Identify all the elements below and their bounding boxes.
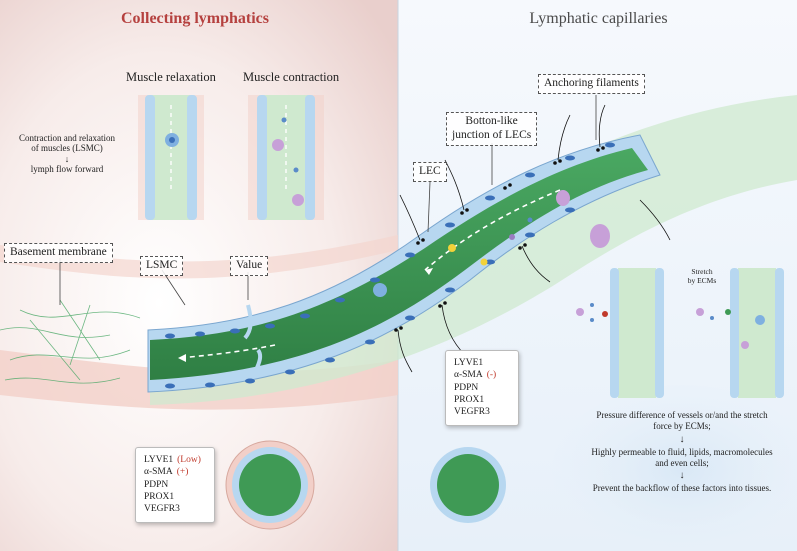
info-line1: Pressure difference of vessels or/and th… <box>596 410 768 420</box>
marker-row: LYVE1(Low) <box>144 454 206 466</box>
marker-name: PROX1 <box>454 395 485 406</box>
valve-leaflet-2 <box>253 348 263 373</box>
lipid-droplet-2 <box>480 258 488 266</box>
marker-row: PDPN <box>454 382 510 394</box>
anchoring-filaments-label: Anchoring filaments <box>538 74 645 94</box>
endothelial-nuclei <box>165 142 615 389</box>
lec-label: LEC <box>413 162 447 182</box>
button-junction-line1: Botton-like <box>465 115 518 127</box>
info-line3: Highly permeable to fluid, lipids, macro… <box>591 446 773 457</box>
info-line2: force by ECMs; <box>653 421 711 432</box>
marker-name: PDPN <box>144 479 169 490</box>
marker-row: PROX1 <box>454 394 510 406</box>
muscle-contraction-label: Muscle contraction <box>243 70 340 84</box>
info-glow <box>552 385 797 551</box>
anchoring-filaments <box>397 104 671 373</box>
marker-row: VEGFR3 <box>454 406 510 418</box>
marker-row: α-SMA(+) <box>144 466 206 478</box>
marker-row: LYVE1 <box>454 357 510 369</box>
marker-row: VEGFR3 <box>144 503 206 515</box>
macromolecule-2 <box>527 217 533 223</box>
button-junction-label: Botton-like junction of LECs <box>446 112 538 146</box>
info-line4: and even cells; <box>655 457 709 468</box>
leader-lines <box>59 95 597 306</box>
marker-name: LYVE1 <box>454 358 484 368</box>
marker-name: VEGFR3 <box>144 504 180 515</box>
lymphatic-capillaries-title: Lymphatic capillaries <box>529 10 668 27</box>
immune-cell-3 <box>373 283 387 297</box>
marker-name: α-SMA <box>454 370 483 381</box>
marker-name: LYVE1 <box>144 455 174 465</box>
marker-row: PDPN <box>144 479 206 491</box>
lsmc-note-line1: Contraction and relaxation <box>19 133 115 143</box>
lsmc-note-line3: lymph flow forward <box>30 164 104 175</box>
marker-row: PROX1 <box>144 491 206 503</box>
valve-leaflet-1 <box>243 304 253 340</box>
marker-note: (+) <box>176 467 189 478</box>
lipid-droplet-1 <box>448 244 456 252</box>
capillary-panel-closed <box>576 268 664 398</box>
basement-membrane-label: Basement membrane <box>4 243 113 263</box>
muscle-relaxation-label: Muscle relaxation <box>126 70 216 84</box>
capillary-panel-open <box>696 268 784 398</box>
macromolecule-1 <box>509 234 515 240</box>
capillary-cross-section <box>430 447 506 523</box>
lsmc-note-arrow: ↓ <box>64 153 70 164</box>
immune-cell-1 <box>556 190 570 206</box>
info-arrow-2: ↓ <box>679 470 685 481</box>
button-junctions <box>394 146 605 332</box>
lsmc-note-line2: of muscles (LSMC) <box>31 143 103 154</box>
marker-note: (-) <box>486 370 497 381</box>
flow-arrowhead-2 <box>178 354 186 362</box>
lsmc-label: LSMC <box>140 256 184 276</box>
collecting-cross-section <box>225 440 315 530</box>
valve-label: Value <box>230 256 269 276</box>
marker-name: PDPN <box>454 382 479 393</box>
immune-cell-2 <box>590 224 610 248</box>
relaxation-vessel <box>138 95 204 220</box>
collecting-lymphatics-title: Collecting lymphatics <box>121 10 269 27</box>
stretch-line2: by ECMs <box>687 275 717 285</box>
marker-name: α-SMA <box>144 467 173 478</box>
info-arrow-1: ↓ <box>679 433 685 445</box>
info-line5: Prevent the backflow of these factors in… <box>592 483 772 493</box>
marker-name: VEGFR3 <box>454 407 490 418</box>
marker-note: (Low) <box>177 455 201 465</box>
capillary-info: Pressure difference of vessels or/and th… <box>573 410 791 535</box>
flow-arrows <box>179 189 561 359</box>
marker-name: PROX1 <box>144 492 175 503</box>
marker-row: α-SMA(-) <box>454 369 510 381</box>
button-junction-line2: junction of LECs <box>452 128 532 141</box>
flow-arrowhead-1 <box>425 268 433 275</box>
stretch-label: Stretch by ECMs <box>682 267 722 285</box>
lsmc-note: Contraction and relaxation of muscles (L… <box>12 133 122 174</box>
ecm-fibres-left <box>0 299 141 384</box>
stretch-line1: Stretch <box>691 267 713 276</box>
contraction-vessel <box>248 95 324 220</box>
muscle-band-upper <box>0 235 398 279</box>
